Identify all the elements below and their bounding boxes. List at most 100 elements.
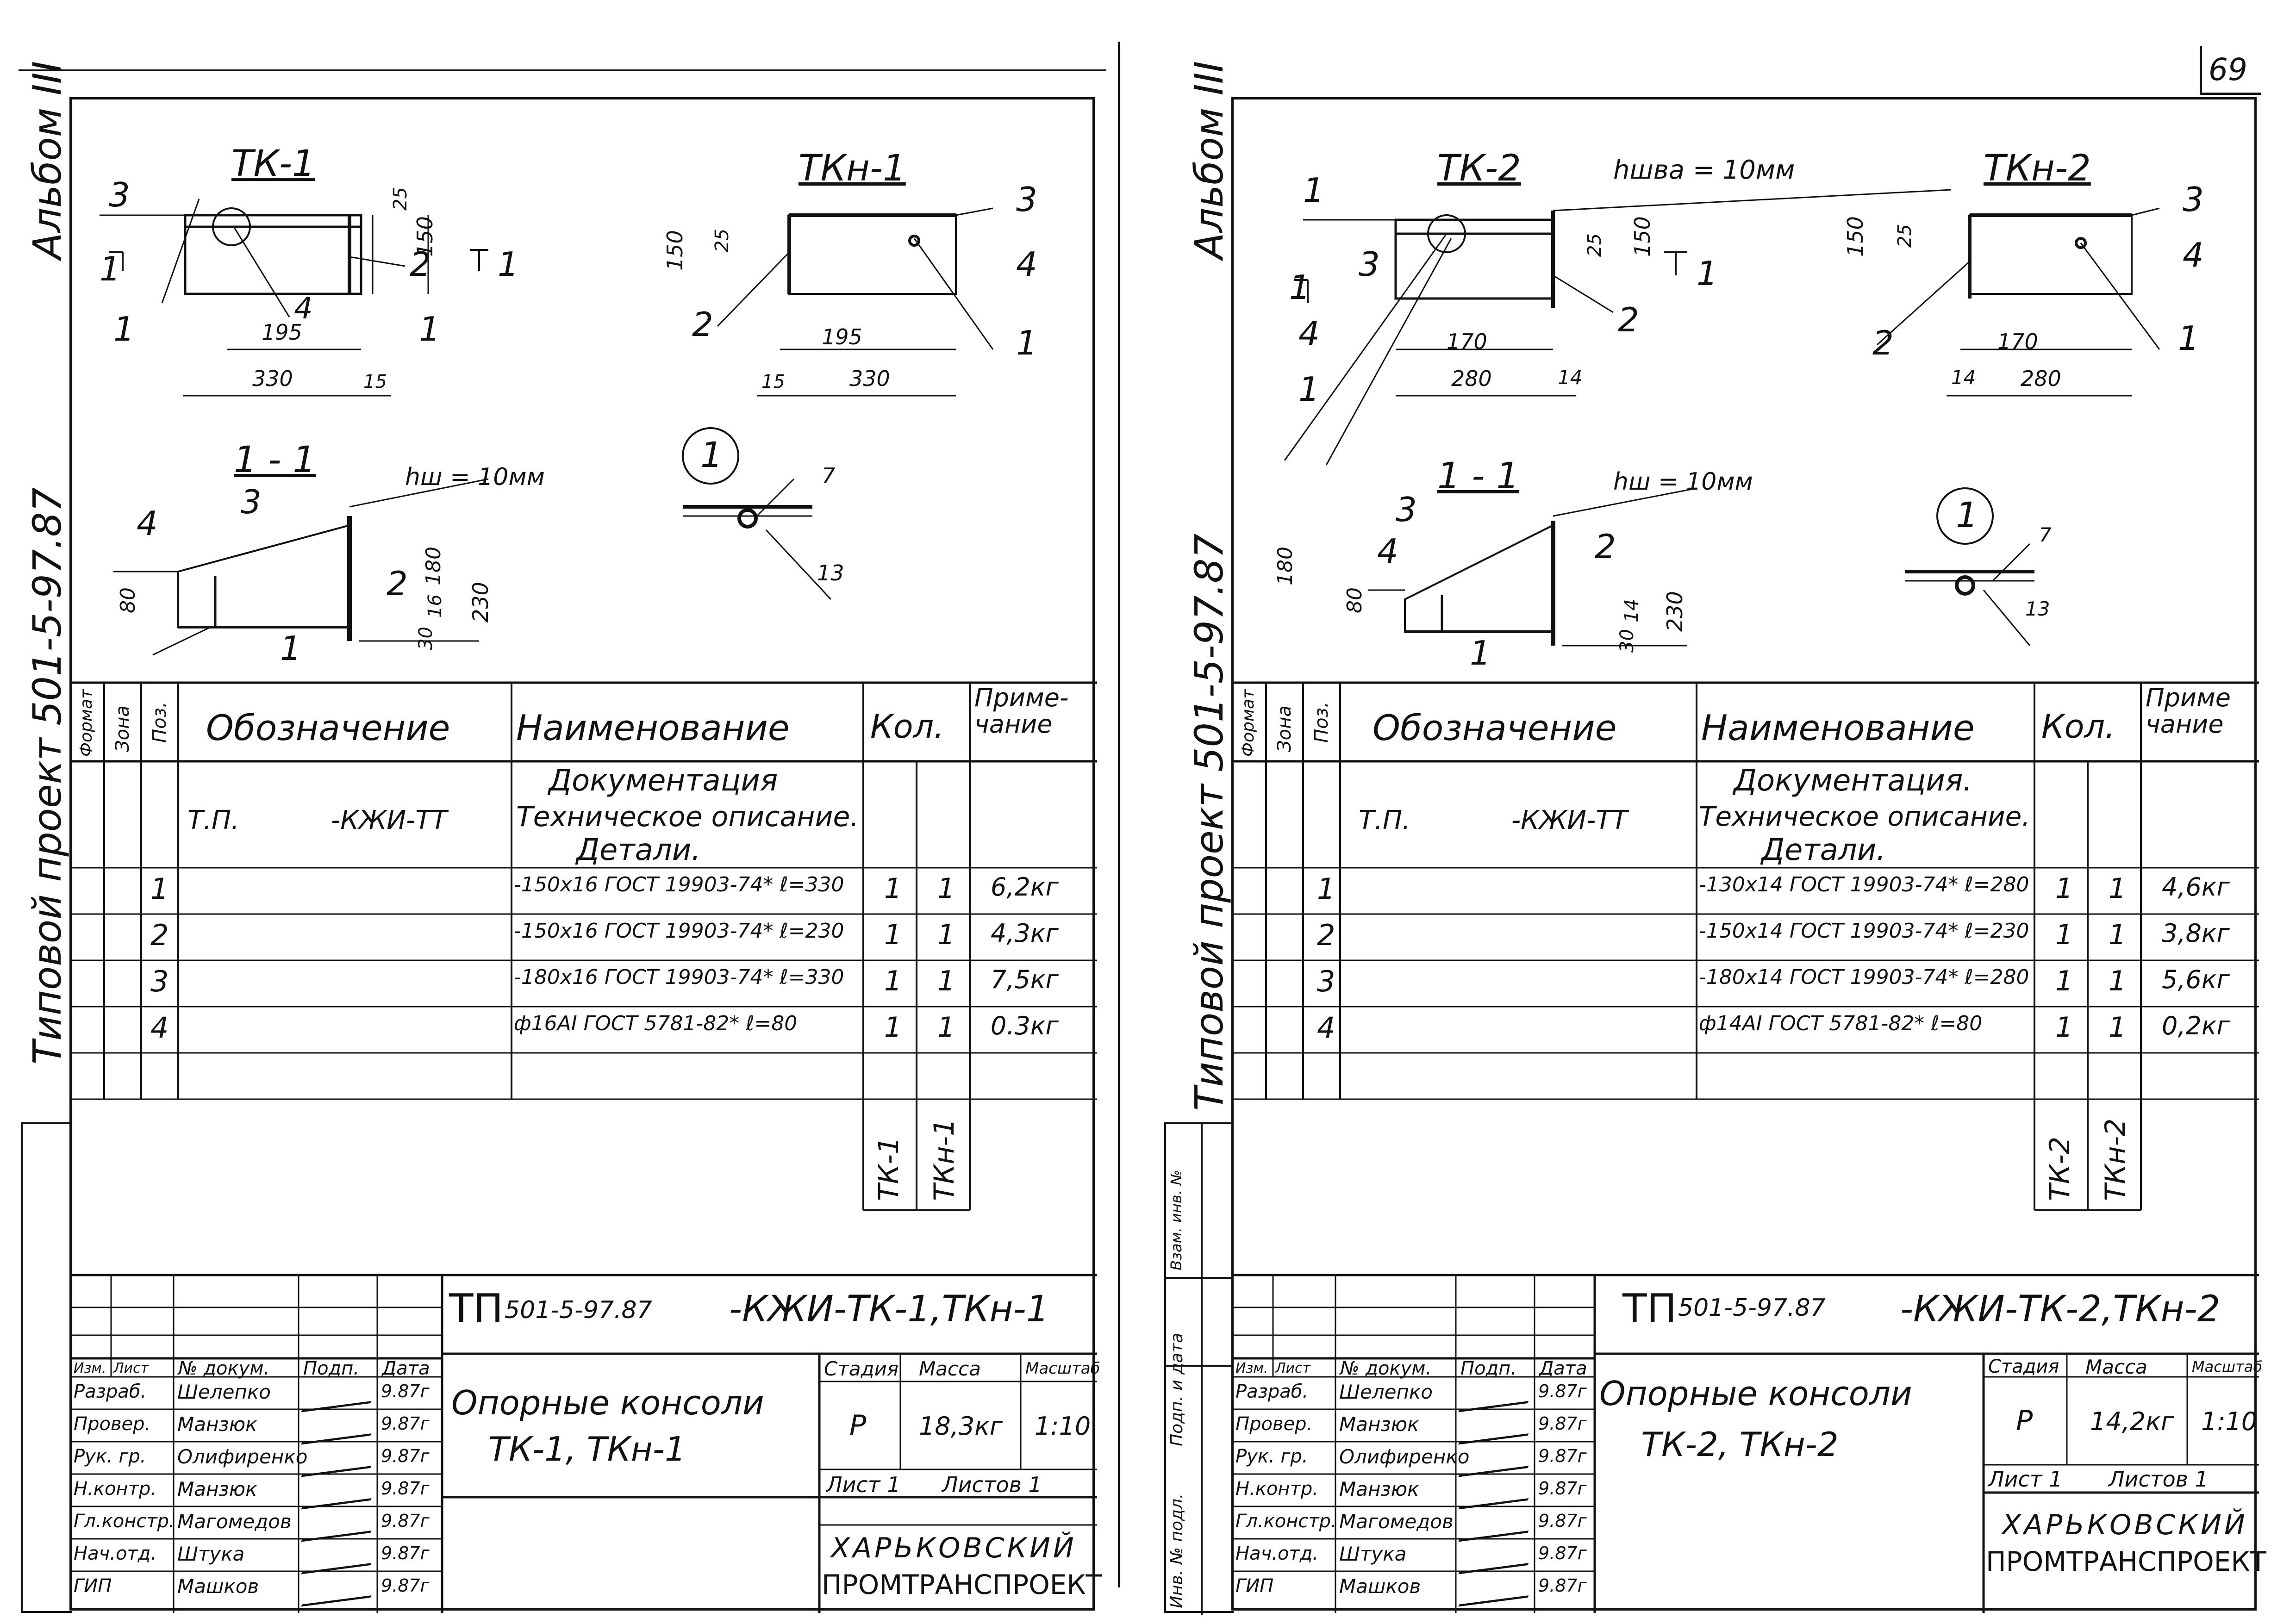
row-note: 4,6кг	[2162, 872, 2230, 902]
dim: 15	[363, 371, 387, 392]
stamp-role: Гл.констр.	[1235, 1511, 1337, 1532]
row-pos: 2	[150, 918, 169, 952]
signature	[301, 1577, 380, 1607]
col-pos: Поз.	[1311, 702, 1332, 743]
mark: 3	[1359, 245, 1380, 284]
stamp-code-suffix: -КЖИ-ТК-1,ТКн-1	[729, 1288, 1049, 1330]
stamp-sheet: Лист 1	[826, 1472, 901, 1497]
stamp-person-name: Штука	[1339, 1543, 1407, 1565]
mark: 4	[137, 504, 158, 543]
project-label-right: Типовой проект 501-5-97.87	[1186, 534, 1232, 1111]
col-zone: Зона	[112, 705, 133, 752]
binding-strip	[21, 1122, 72, 1613]
fold-line	[1118, 42, 1120, 1587]
stamp-title-2: ТК-2, ТКн-2	[1641, 1425, 1839, 1464]
dim: 150	[1843, 216, 1868, 257]
view-title-tk1: ТК-1	[231, 143, 315, 185]
row-qty-1: 1	[2055, 919, 2073, 951]
stamp-code-num: 501-5-97.87	[505, 1296, 652, 1324]
stamp-stage-label: Стадия	[1988, 1356, 2059, 1377]
row-pos: 4	[150, 1011, 169, 1045]
stamp-date: 9.87г	[1538, 1543, 1587, 1563]
mark: 1	[1303, 171, 1324, 210]
binding-strip	[1164, 1122, 1234, 1615]
doc-designation-b: -КЖИ-ТТ	[1511, 805, 1628, 835]
col-note: Приме чание	[2146, 683, 2231, 739]
row-qty-1: 1	[2055, 1011, 2073, 1044]
stamp-col-ndoc: № докум.	[178, 1358, 270, 1379]
row-name: -130x14 ГОСТ 19903-74* ℓ=280	[1699, 873, 2029, 896]
stamp-mass-label: Масса	[919, 1357, 981, 1380]
stamp-col-data: Дата	[1539, 1358, 1587, 1379]
qty-col-label: ТКн-1	[928, 1118, 961, 1201]
left-sheet: ТК-1 ТКн-1 1 - 1 3 1 hш = 10мм 3 1 1 4 2…	[21, 97, 1102, 1613]
stamp-role: ГИП	[1235, 1575, 1274, 1597]
doc-designation-b: -КЖИ-ТТ	[331, 805, 447, 835]
mark: 1	[100, 249, 121, 288]
row-note: 6,2кг	[991, 872, 1059, 902]
stamp-role: Рук. гр.	[74, 1446, 146, 1467]
row-pos: 1	[150, 872, 169, 906]
section-title: 1 - 1	[234, 439, 316, 481]
stamp-stage: Р	[2016, 1405, 2033, 1437]
detail-mark: 1	[1956, 494, 1978, 535]
row-qty-1: 1	[884, 1011, 902, 1044]
dim: 280	[2021, 366, 2061, 391]
row-qty-1: 1	[2055, 965, 2073, 997]
right-sheet: ТК-2 ТКн-2 hшва = 10мм 1 - 1 1 hш = 10мм…	[1164, 97, 2266, 1615]
row-qty-2: 1	[2109, 965, 2127, 997]
row-qty-2: 1	[937, 965, 955, 997]
stamp-person-name: Манзюк	[1339, 1478, 1419, 1500]
signature	[1458, 1512, 1537, 1542]
stamp-date: 9.87г	[381, 1381, 430, 1401]
dim: 230	[1662, 591, 1687, 632]
right-drawing-svg	[1284, 189, 2160, 647]
dim: 180	[422, 547, 445, 585]
stamp-col-izm: Изм.	[1235, 1360, 1268, 1376]
doc-name-3: Детали.	[576, 833, 701, 867]
mark: 3	[1396, 490, 1417, 529]
signature	[301, 1382, 380, 1412]
row-qty-1: 1	[2055, 872, 2073, 905]
stamp-role: Разраб.	[1235, 1381, 1309, 1402]
doc-name-3: Детали.	[1761, 833, 1886, 867]
row-qty-2: 1	[2109, 1011, 2127, 1044]
stamp-role: Н.контр.	[1235, 1478, 1318, 1500]
row-qty-2: 1	[937, 872, 955, 905]
mark: 1	[419, 310, 440, 348]
row-note: 0,2кг	[2162, 1011, 2230, 1040]
col-name: Наименование	[1701, 707, 1975, 748]
row-name: -150x14 ГОСТ 19903-74* ℓ=230	[1699, 919, 2029, 943]
stamp-role: Н.контр.	[74, 1478, 156, 1500]
dim: 170	[1997, 329, 2038, 354]
stamp-person-name: Магомедов	[1339, 1510, 1454, 1533]
side-label-vzam: Взам. инв. №	[1167, 1170, 1185, 1270]
col-pos: Поз.	[149, 702, 170, 743]
dim: 15	[761, 371, 785, 392]
stamp-col-podp: Подп.	[1460, 1358, 1517, 1379]
dim: 195	[822, 324, 862, 349]
page-number: 69	[2209, 52, 2247, 87]
row-pos: 4	[1317, 1011, 1335, 1045]
row-pos: 3	[1317, 964, 1335, 998]
mark: 1	[1016, 324, 1037, 362]
stamp-code-num: 501-5-97.87	[1678, 1294, 1826, 1322]
album-label-right: Альбом III	[1186, 61, 1232, 259]
col-format: Формат	[77, 689, 96, 757]
dim: 25	[711, 229, 733, 252]
weld-note: hш = 10мм	[405, 463, 545, 491]
signature	[1458, 1480, 1537, 1510]
stamp-date: 9.87г	[1538, 1446, 1587, 1466]
stamp-person-name: Шелепко	[1339, 1381, 1433, 1403]
album-label-left: Альбом III	[25, 61, 70, 259]
project-label-left: Типовой проект 501-5-97.87	[25, 487, 70, 1064]
stamp-role: Провер.	[74, 1413, 151, 1435]
row-name: -180x16 ГОСТ 19903-74* ℓ=330	[514, 965, 844, 989]
mark: 4	[1016, 245, 1037, 284]
stamp-person-name: Шелепко	[177, 1381, 271, 1403]
mark: 4	[1377, 532, 1398, 571]
stamp-col-list: Лист	[1275, 1360, 1311, 1376]
col-designation: Обозначение	[206, 707, 450, 748]
dim: 25	[390, 187, 411, 211]
stamp-date: 9.87г	[381, 1543, 430, 1563]
